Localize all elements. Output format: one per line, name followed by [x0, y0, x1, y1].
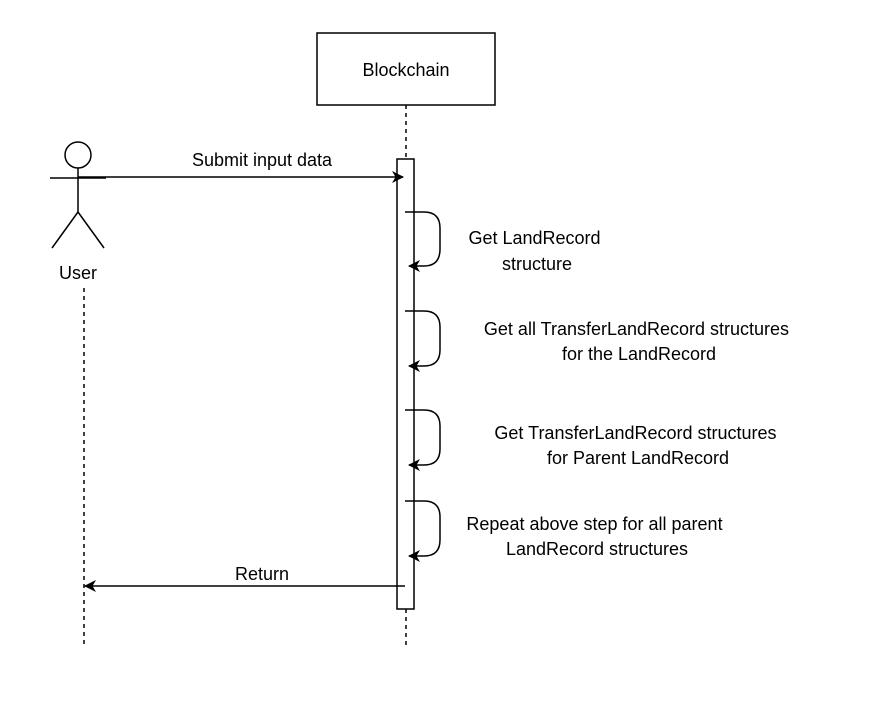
self-call-label: Repeat above step for all parent LandRec…: [466, 514, 727, 559]
self-call-label-line: Repeat above step for all parent: [466, 514, 722, 534]
blockchain-activation-bar: [396, 158, 415, 610]
self-call-arrow: [405, 310, 441, 372]
return-message: Return: [84, 564, 405, 592]
self-call-label: Get TransferLandRecord structures for Pa…: [494, 423, 781, 468]
self-call-label-line: LandRecord structures: [506, 539, 688, 559]
self-call-arrow: [405, 211, 441, 272]
self-call-label-line: Get LandRecord: [468, 228, 600, 248]
self-call-arrow: [405, 409, 441, 471]
self-call-arrow: [405, 500, 441, 562]
user-label: User: [59, 263, 97, 283]
blockchain-label: Blockchain: [362, 60, 449, 80]
submit-message: Submit input data: [78, 150, 404, 183]
self-call-label-line: Get all TransferLandRecord structures: [484, 319, 789, 339]
self-call-label-line: Get TransferLandRecord structures: [494, 423, 776, 443]
return-label: Return: [235, 564, 289, 584]
user-stick-figure-icon: [50, 141, 106, 249]
self-call: Get LandRecord structure: [405, 211, 605, 274]
self-call-label: Get all TransferLandRecord structures fo…: [484, 319, 794, 364]
self-call-label-line: for Parent LandRecord: [547, 448, 729, 468]
self-call: Get TransferLandRecord structures for Pa…: [405, 409, 781, 471]
submit-label: Submit input data: [192, 150, 333, 170]
user-actor: User: [50, 141, 106, 283]
self-call-label-line: structure: [502, 254, 572, 274]
blockchain-box: [316, 32, 496, 106]
self-call-label: Get LandRecord structure: [468, 228, 605, 274]
self-call: Repeat above step for all parent LandRec…: [405, 500, 727, 562]
self-call-label-line: for the LandRecord: [562, 344, 716, 364]
blockchain-participant: Blockchain: [316, 32, 496, 106]
self-call: Get all TransferLandRecord structures fo…: [405, 310, 794, 372]
